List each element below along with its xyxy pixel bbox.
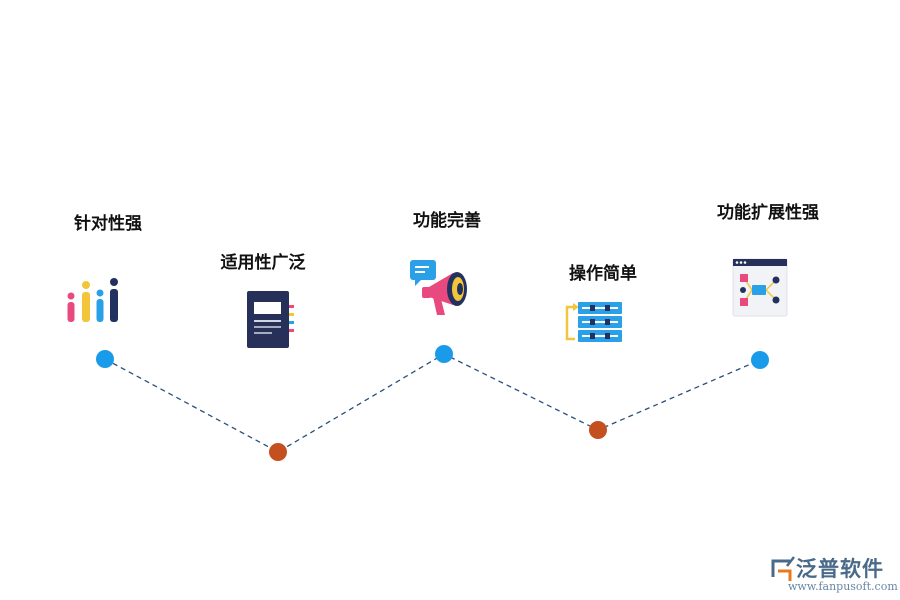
bar-chart-icon [67,278,118,322]
step-label-3: 功能完善 [413,211,481,231]
node-2 [269,443,287,461]
node-4 [589,421,607,439]
step-label-1: 针对性强 [74,214,142,234]
node-5 [751,351,769,369]
step-label-4: 操作简单 [569,264,637,284]
node-3 [435,345,453,363]
logo-url: www.fanpusoft.com [788,580,898,593]
fanpu-logo-icon [771,556,795,581]
dashed-connector [104,353,761,453]
server-icon [565,302,622,342]
flowchart-icon [732,258,788,317]
document-icon [247,291,294,348]
step-label-2: 适用性广泛 [220,253,306,273]
megaphone-icon [410,260,467,315]
fanpusoft-logo: 泛普软件 www.fanpusoft.com [770,553,898,597]
node-1 [96,350,114,368]
logo-brand-name: 泛普软件 [796,557,884,581]
step-label-5: 功能扩展性强 [717,203,819,223]
